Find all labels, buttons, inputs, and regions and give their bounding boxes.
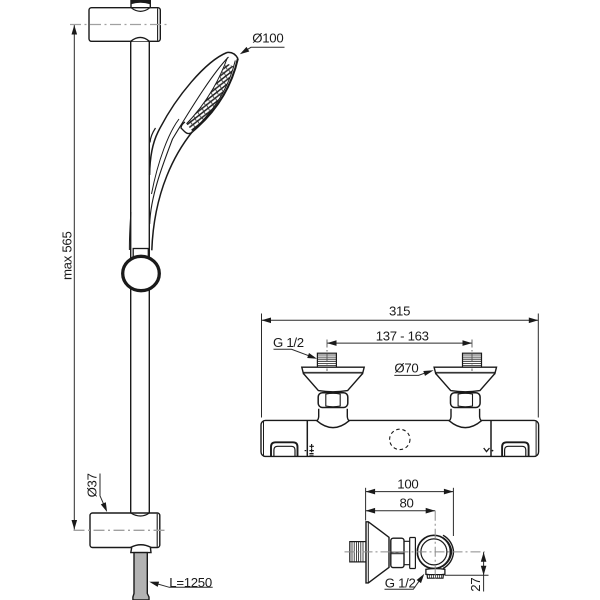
svg-text:L=1250: L=1250 [169, 575, 212, 590]
svg-text:137 - 163: 137 - 163 [376, 329, 429, 344]
svg-text:Ø70: Ø70 [394, 361, 418, 376]
svg-text:80: 80 [400, 496, 414, 511]
svg-text:27: 27 [468, 578, 483, 592]
svg-text:Ø100: Ø100 [252, 31, 283, 46]
svg-text:100: 100 [397, 477, 418, 492]
svg-text:315: 315 [389, 304, 410, 319]
svg-text:Ø37: Ø37 [84, 473, 99, 497]
svg-text:G 1/2: G 1/2 [385, 576, 416, 591]
svg-text:max 565: max 565 [59, 232, 74, 280]
svg-text:G 1/2: G 1/2 [273, 335, 304, 350]
